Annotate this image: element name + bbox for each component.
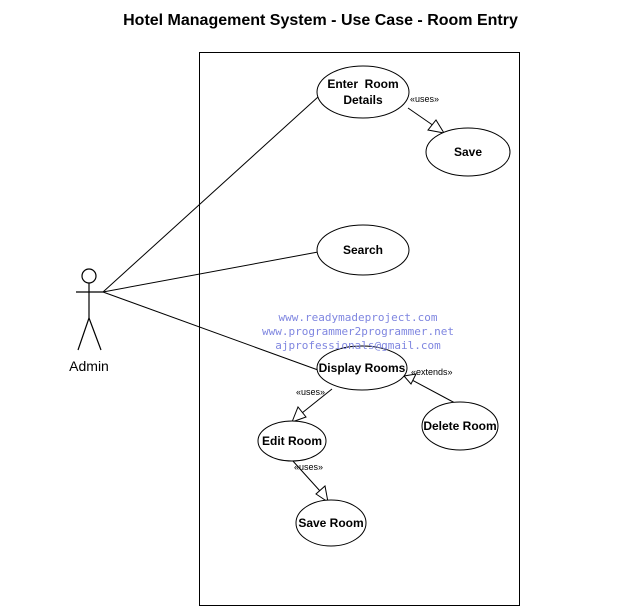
use-case-search: [316, 224, 410, 276]
use-case-display-rooms: [316, 345, 408, 391]
use-case-delete-room: [421, 401, 499, 451]
watermark-line2: www.programmer2programmer.net: [262, 325, 454, 338]
association-enter-room: [102, 96, 319, 293]
use-case-edit-room: [257, 420, 327, 462]
watermark-line3: ajprofessionals@gmail.com: [275, 339, 441, 352]
uses-arrowhead-edit-saveroom: [315, 485, 329, 504]
stereotype-extends-delete-display: «extends»: [411, 367, 453, 377]
stereotype-uses-display-edit: «uses»: [296, 387, 325, 397]
uses-line-enter-save: [407, 107, 435, 127]
use-case-label-display-rooms: Display Rooms: [319, 361, 406, 375]
use-case-save: [425, 127, 511, 177]
actor-right-leg: [88, 317, 102, 351]
association-display-rooms: [102, 291, 319, 371]
actor-label: Admin: [69, 358, 109, 374]
stereotype-uses-enter-save: «uses»: [410, 94, 439, 104]
use-case-label-search: Search: [343, 243, 383, 257]
use-case-label-save: Save: [454, 145, 482, 159]
use-case-label-enter-room-line1: Enter Room: [327, 77, 398, 91]
uses-arrowhead-enter-save: [427, 119, 446, 134]
extends-line-delete-display: [411, 379, 456, 404]
actor-left-leg: [77, 317, 90, 351]
use-case-label-delete-room: Delete Room: [423, 419, 496, 433]
system-boundary: [199, 52, 520, 606]
use-case-label-enter-room-line2: Details: [343, 93, 383, 107]
actor-admin: [76, 268, 103, 351]
watermark-line1: www.readymadeproject.com: [279, 311, 438, 324]
uses-arrowhead-display-edit: [291, 406, 307, 423]
uses-line-display-edit: [301, 388, 333, 414]
use-case-label-save-room: Save Room: [298, 516, 363, 530]
extends-arrowhead-delete-display: [403, 373, 417, 385]
actor-head: [81, 268, 97, 284]
stereotype-uses-edit-saveroom: «uses»: [294, 462, 323, 472]
use-case-enter-room-details: [316, 65, 410, 119]
use-case-save-room: [295, 499, 367, 547]
diagram-title: Hotel Management System - Use Case - Roo…: [123, 12, 518, 29]
association-search: [102, 251, 319, 293]
uses-line-edit-saveroom: [291, 459, 321, 492]
use-case-label-edit-room: Edit Room: [262, 434, 322, 448]
